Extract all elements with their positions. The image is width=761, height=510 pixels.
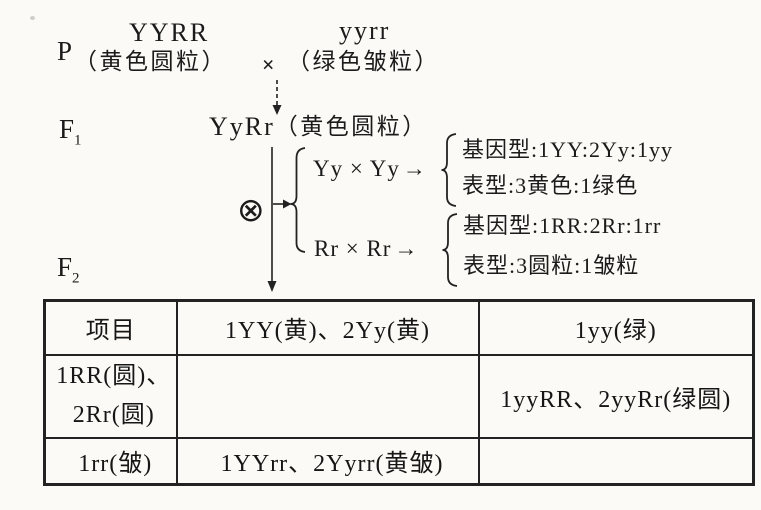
f1-label-letter: F <box>59 114 75 144</box>
branch-split-arrow <box>273 199 292 209</box>
branch2-phenotype-ratio: 表型:3圆粒:1皱粒 <box>463 253 640 278</box>
f1-generation-label: F1 <box>59 114 82 148</box>
p-right-genotype: yyrr <box>339 16 391 45</box>
branch1-genotype-ratio: 基因型:1YY:2Yy:1yy <box>462 137 673 162</box>
f2-table-row-wrinkled: 1rr(皱) 1YYrr、2Yyrr(黄皱) <box>43 436 755 486</box>
row-round-label: 1RR(圆)、 2Rr(圆) <box>43 353 178 439</box>
p-left-genotype: YYRR <box>129 18 210 47</box>
p-right-phenotype: （绿色皱粒） <box>287 49 440 74</box>
row-round-label-line2: 2Rr(圆) <box>72 402 155 428</box>
p-left-phenotype: （黄色圆粒） <box>74 49 227 74</box>
branch2-result-brace <box>442 213 458 287</box>
cell-yellow-wrinkled: 1YYrr、2Yyrr(黄皱) <box>175 436 480 486</box>
branch1-phenotype-ratio: 表型:3黄色:1绿色 <box>462 173 639 198</box>
f1-label-subscript: 1 <box>74 132 82 149</box>
f2-generation-label: F2 <box>57 252 80 286</box>
branch2-arrow-icon: → <box>394 236 419 261</box>
branch1-result-brace <box>441 133 457 207</box>
header-cell-yellow: 1YY(黄)、2Yy(黄) <box>175 299 480 356</box>
f2-table-row-round: 1RR(圆)、 2Rr(圆) 1yyRR、2yyRr(绿圆) <box>43 353 755 439</box>
f2-label-letter: F <box>57 252 73 282</box>
f1-phenotype: （黄色圆粒） <box>274 114 428 139</box>
cell-green-round: 1yyRR、2yyRr(绿圆) <box>477 353 755 439</box>
branch1-cross: Yy × Yy→ <box>313 156 427 182</box>
f1-line: YyRr（黄色圆粒） <box>209 112 428 142</box>
f2-table-header-row: 项目 1YY(黄)、2Yy(黄) 1yy(绿) <box>43 299 755 356</box>
scan-noise-speck <box>30 16 35 20</box>
branch-group-brace <box>290 147 306 253</box>
cell-green-wrinkled <box>477 436 755 486</box>
branch2-cross-text: Rr × Rr <box>314 236 392 261</box>
branch1-cross-text: Yy × Yy <box>313 156 400 181</box>
selfing-cross-icon: ⊗ <box>237 190 265 229</box>
p-cross-symbol: × <box>262 52 275 77</box>
cell-yellow-round <box>175 353 480 439</box>
branch2-genotype-ratio: 基因型:1RR:2Rr:1rr <box>463 213 662 238</box>
row-wrinkled-label: 1rr(皱) <box>43 436 178 486</box>
p-generation-label: P <box>57 36 73 66</box>
row-round-label-line1: 1RR(圆)、 <box>56 363 172 389</box>
f1-descent-arrow <box>267 147 277 292</box>
header-cell-green: 1yy(绿) <box>477 299 755 356</box>
branch1-arrow-icon: → <box>402 156 427 181</box>
p-cross-down-arrow <box>272 80 282 115</box>
header-cell-item: 项目 <box>43 299 178 356</box>
f2-table: 项目 1YY(黄)、2Yy(黄) 1yy(绿) 1RR(圆)、 2Rr(圆) 1… <box>43 299 755 486</box>
f2-label-subscript: 2 <box>72 270 80 287</box>
branch2-cross: Rr × Rr→ <box>314 236 418 262</box>
f1-genotype: YyRr <box>209 112 275 141</box>
